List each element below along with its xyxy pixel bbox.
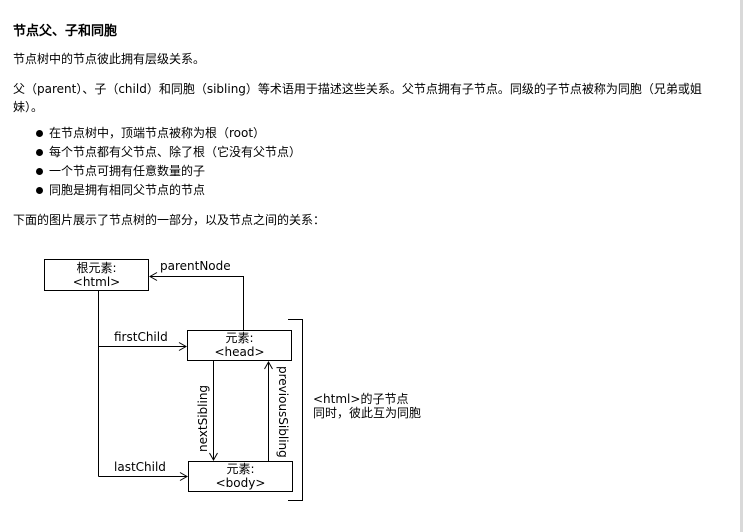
- terms-paragraph: 父（parent）、子（child）和同胞（sibling）等术语用于描述这些关…: [13, 82, 702, 114]
- list-item: 一个节点可拥有任意数量的子: [36, 162, 301, 181]
- siblings-note-line2: 同时，彼此互为同胞: [313, 406, 421, 420]
- bullet-list: 在节点树中，顶端节点被称为根（root） 每个节点都有父节点、除了根（它没有父节…: [36, 124, 301, 200]
- list-item: 在节点树中，顶端节点被称为根（root）: [36, 124, 301, 143]
- lastchild-label: lastChild: [114, 460, 166, 474]
- nextsibling-label: nextSibling: [196, 385, 210, 452]
- siblings-bracket: [288, 319, 303, 501]
- parentnode-line: [150, 276, 244, 330]
- root-box-line2: <html>: [73, 275, 120, 289]
- head-box-line2: <head>: [214, 345, 264, 359]
- parentnode-label: parentNode: [160, 259, 231, 273]
- previoussibling-arrowhead: [264, 360, 273, 370]
- siblings-note-line1: <html>的子节点: [313, 391, 408, 406]
- head-box-line1: 元素:: [225, 331, 253, 345]
- body-box-line1: 元素:: [226, 462, 254, 476]
- head-box: [187, 330, 292, 361]
- previoussibling-label: previousSibling: [276, 366, 290, 458]
- root-box-line1: 根元素:: [76, 261, 116, 275]
- body-box-line2: <body>: [216, 476, 266, 490]
- diagram-caption: 下面的图片展示了节点树的一部分，以及节点之间的关系：: [13, 213, 326, 227]
- list-item: 每个节点都有父节点、除了根（它没有父节点）: [36, 143, 301, 162]
- firstchild-arrowhead: [178, 342, 188, 351]
- list-item: 同胞是拥有相同父节点的节点: [36, 181, 301, 200]
- page-right-border: [740, 0, 743, 532]
- firstchild-label: firstChild: [114, 330, 168, 344]
- nextsibling-arrowhead: [209, 452, 218, 462]
- intro-paragraph: 节点树中的节点彼此拥有层级关系。: [13, 52, 206, 66]
- lastchild-arrowhead: [179, 472, 189, 481]
- root-box: [44, 259, 149, 291]
- parentnode-arrowhead: [148, 272, 158, 281]
- section-title: 节点父、子和同胞: [13, 24, 118, 39]
- body-box: [188, 461, 293, 492]
